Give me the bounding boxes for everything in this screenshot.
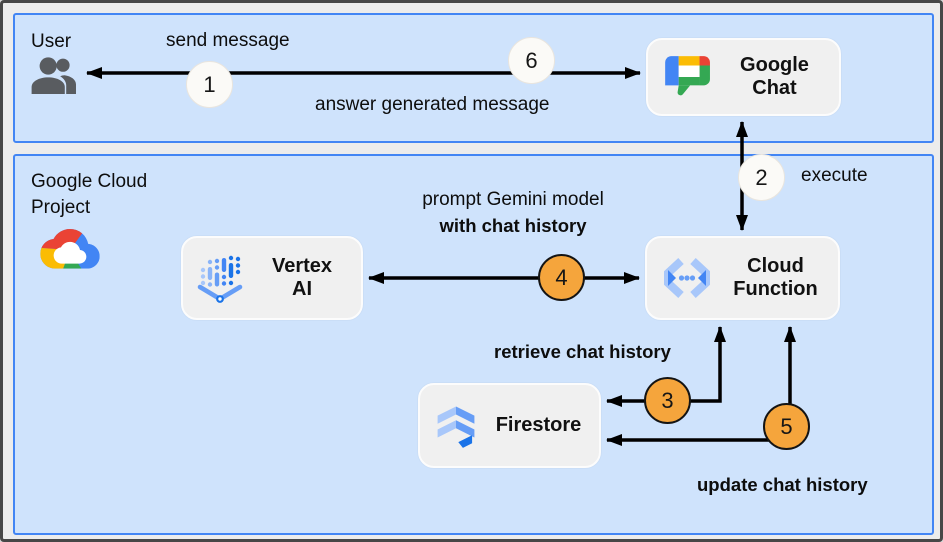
node-label-google-chat: Google Chat	[740, 54, 809, 99]
node-label-firestore: Firestore	[495, 414, 582, 436]
node-vertex-ai: Vertex AI	[181, 236, 363, 320]
google-chat-icon	[665, 56, 710, 96]
node-cloud-function: Cloud Function	[645, 236, 840, 320]
edge-label-prompt-gemini-line2: with chat history	[439, 215, 587, 236]
node-label-vertex-ai: Vertex AI	[271, 255, 333, 300]
people-icon	[31, 57, 76, 94]
user-label: User	[31, 31, 72, 52]
step-badge-4: 4	[538, 254, 585, 301]
cloud-functions-icon	[664, 258, 710, 298]
edge-label-execute: execute	[801, 165, 868, 186]
node-label-cloud-function: Cloud Function	[733, 255, 818, 300]
gcp-zone-label: Google Cloud Project	[31, 171, 148, 218]
edge-label-prompt-gemini: prompt Gemini model with chat history	[403, 189, 623, 237]
firestore-icon	[437, 405, 475, 448]
step-badge-2: 2	[738, 154, 785, 201]
node-firestore: Firestore	[418, 383, 601, 468]
edge-label-send-message: send message	[166, 30, 290, 51]
edge-label-answer-generated: answer generated message	[315, 94, 550, 115]
node-google-chat: Google Chat	[646, 38, 841, 116]
edge-label-update-history: update chat history	[697, 474, 868, 495]
step-badge-6: 6	[508, 37, 555, 84]
step-badge-1: 1	[186, 61, 233, 108]
google-cloud-logo	[40, 228, 100, 269]
edge-label-prompt-gemini-line1: prompt Gemini model	[422, 189, 604, 210]
step-badge-5: 5	[763, 403, 810, 450]
edge-label-retrieve-history: retrieve chat history	[494, 341, 671, 362]
step-badge-3: 3	[644, 377, 691, 424]
vertex-ai-icon	[197, 255, 243, 303]
